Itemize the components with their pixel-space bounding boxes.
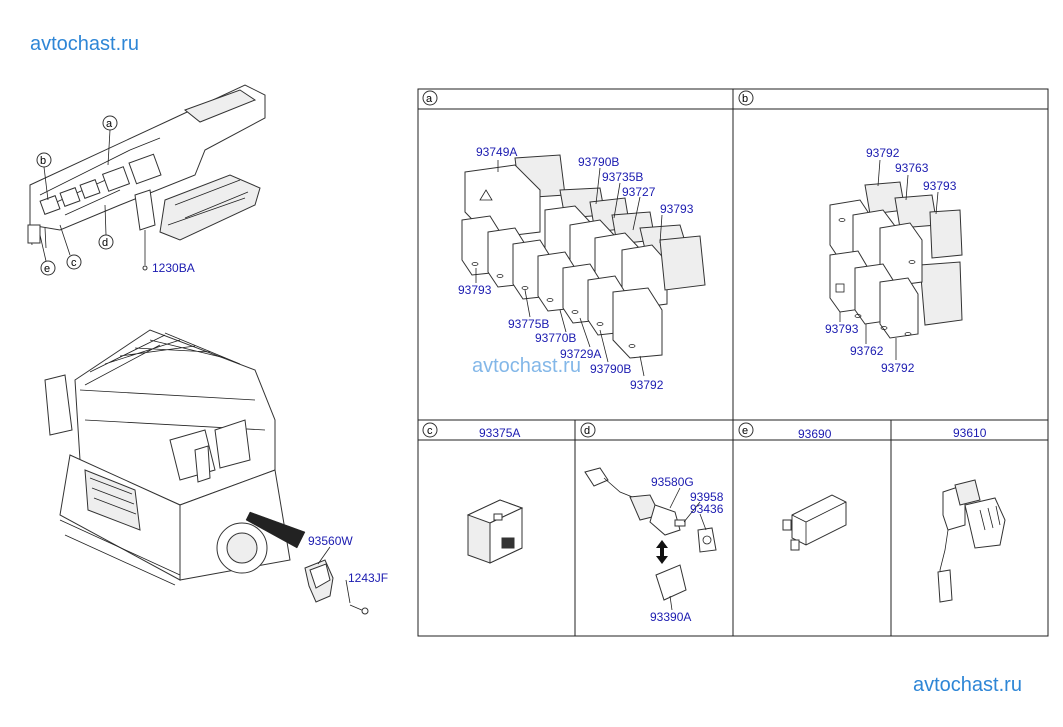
part-1243JF: 1243JF <box>348 571 388 585</box>
panel-frame <box>417 88 1049 637</box>
overview-callouts: a b c d e <box>36 115 118 276</box>
dashboard-drawing <box>27 84 266 271</box>
part-93790B-bottom: 93790B <box>590 362 631 376</box>
watermark-center: avtochast.ru <box>472 355 581 377</box>
lamp-assembly <box>304 546 369 615</box>
part-93770B: 93770B <box>535 331 576 345</box>
panel-d-label: d <box>584 425 590 437</box>
panel-a-label: a <box>426 93 433 105</box>
callout-a: a <box>106 118 113 130</box>
panel-labels: a b c d e <box>422 90 754 438</box>
part-1230BA: 1230BA <box>152 261 195 275</box>
part-93560W: 93560W <box>308 534 353 548</box>
callout-e: e <box>44 263 50 275</box>
part-93958: 93958 <box>690 490 724 504</box>
panel-a-switches <box>461 154 706 359</box>
panel-e-label: e <box>742 425 748 437</box>
part-93749A: 93749A <box>476 145 517 159</box>
part-93727: 93727 <box>622 185 656 199</box>
part-93793-b-left: 93793 <box>825 322 859 336</box>
part-93610: 93610 <box>953 426 987 440</box>
panel-b-switches <box>829 181 963 339</box>
part-93690: 93690 <box>798 427 832 441</box>
part-93763: 93763 <box>895 161 929 175</box>
panel-b-label: b <box>742 93 748 105</box>
part-93775B: 93775B <box>508 317 549 331</box>
part-93390A: 93390A <box>650 610 691 624</box>
part-93793-b-right: 93793 <box>923 179 957 193</box>
part-93729A: 93729A <box>560 347 601 361</box>
panel-e-part <box>782 494 847 551</box>
panel-c-label: c <box>427 425 433 437</box>
part-93792-a: 93792 <box>630 378 664 392</box>
part-93792-b-top: 93792 <box>866 146 900 160</box>
panel-a-leaders <box>475 160 663 377</box>
panel-b-leaders <box>839 159 939 360</box>
part-93436: 93436 <box>690 502 724 516</box>
part-93793-a-left: 93793 <box>458 283 492 297</box>
panel-f-part <box>937 479 1006 603</box>
callout-d: d <box>102 237 108 249</box>
truck-drawing <box>44 329 306 586</box>
watermark-bottom-right: avtochast.ru <box>913 674 1022 696</box>
part-93375A: 93375A <box>479 426 520 440</box>
panel-c-switch <box>466 499 524 564</box>
callout-b: b <box>40 155 46 167</box>
part-93580G: 93580G <box>651 475 694 489</box>
watermark-top-left: avtochast.ru <box>30 33 139 55</box>
panel-d-parts <box>584 467 717 611</box>
part-93735B: 93735B <box>602 170 643 184</box>
part-93762: 93762 <box>850 344 884 358</box>
part-93792-b-bottom: 93792 <box>881 361 915 375</box>
callout-c: c <box>71 257 77 269</box>
part-93790B-top: 93790B <box>578 155 619 169</box>
part-93793-a-right: 93793 <box>660 202 694 216</box>
